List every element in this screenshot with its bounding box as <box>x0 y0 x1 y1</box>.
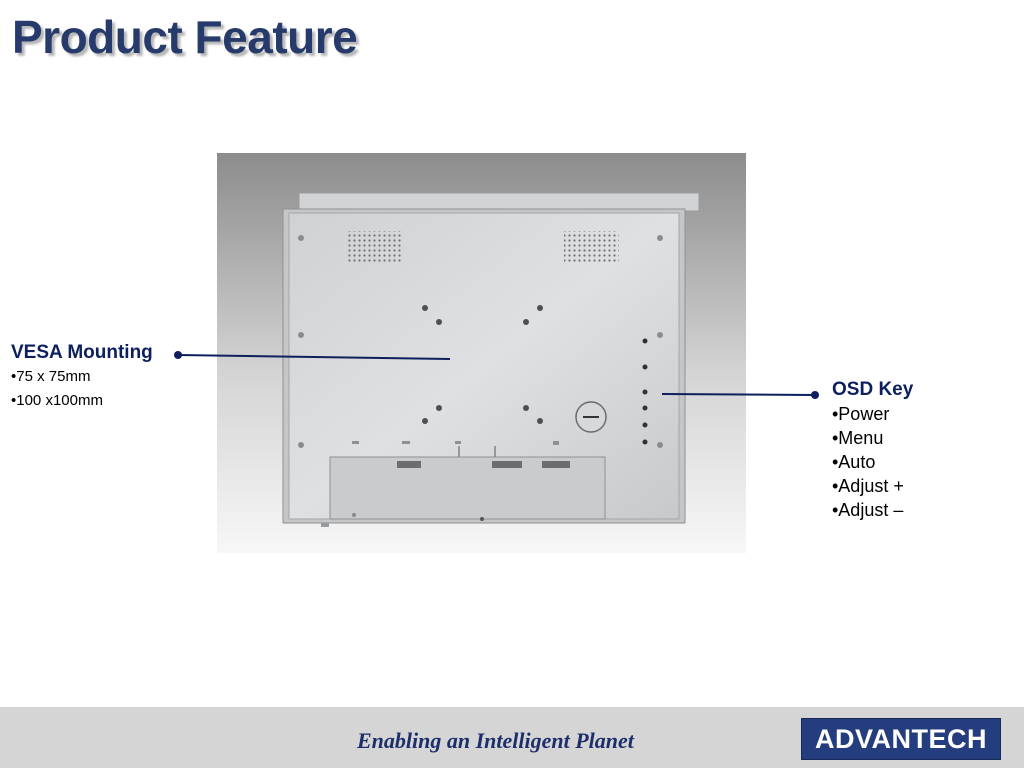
vesa-heading: VESA Mounting <box>11 342 153 363</box>
logo-text: ADVANTECH <box>815 723 987 754</box>
vesa-callout-dot <box>174 351 182 359</box>
osd-key-callout: OSD Key •Power •Menu •Auto •Adjust + •Ad… <box>832 378 913 522</box>
advantech-logo: ADVANTECH <box>801 718 1001 760</box>
footer-tagline: Enabling an Intelligent Planet <box>357 728 634 753</box>
vesa-mounting-callout: VESA Mounting •75 x 75mm •100 x100mm <box>11 341 153 413</box>
osd-callout-dot <box>811 391 819 399</box>
osd-heading: OSD Key <box>832 379 914 400</box>
osd-item: •Menu <box>832 428 884 448</box>
osd-item: •Auto <box>832 452 876 472</box>
slide-title: Product Feature <box>12 11 358 63</box>
vesa-item: •75 x 75mm <box>11 368 91 385</box>
osd-item: •Adjust – <box>832 500 904 520</box>
monitor-rear-photo <box>217 153 746 553</box>
osd-item: •Power <box>832 404 890 424</box>
osd-item: •Adjust + <box>832 476 904 496</box>
vesa-item: •100 x100mm <box>11 392 103 409</box>
